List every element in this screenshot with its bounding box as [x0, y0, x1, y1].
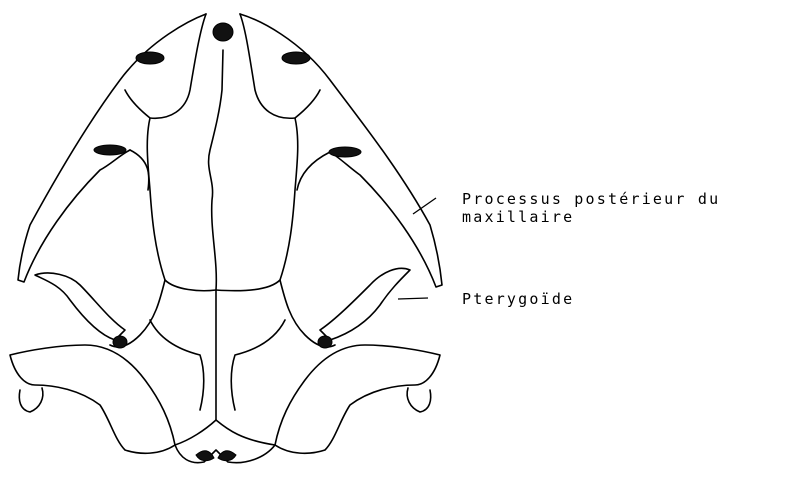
braincase-left: [150, 320, 204, 410]
frontal-right: [216, 118, 298, 291]
label-maxillaire-line1: Processus postérieur du: [462, 190, 720, 208]
foramen-top: [213, 23, 233, 41]
label-pterygoide-text: Pterygoïde: [462, 290, 574, 308]
label-processus-posterieur-maxillaire: Processus postérieur du maxillaire: [462, 190, 720, 226]
pterygoid-right: [320, 268, 410, 340]
squamosal-right: [407, 388, 431, 412]
orbit-right: [297, 152, 330, 190]
nasal-bone-left: [125, 14, 206, 118]
foramen-left-mid: [94, 145, 126, 155]
nasal-bone-right: [240, 14, 320, 118]
otic-right: [275, 345, 440, 453]
foramen-right-upper: [282, 52, 310, 64]
condyle-left: [196, 451, 214, 461]
squamosal-left: [19, 388, 43, 412]
foramen-left-upper: [136, 52, 164, 64]
pterygoid-left: [35, 273, 125, 340]
label-maxillaire-line2: maxillaire: [462, 208, 720, 226]
frontal-left: [147, 118, 216, 291]
braincase-right: [231, 320, 285, 410]
otic-left: [10, 345, 175, 453]
label-pterygoide: Pterygoïde: [462, 290, 574, 308]
foramen-right-low: [318, 336, 332, 348]
midline-suture: [209, 50, 223, 420]
foramen-right-mid: [329, 147, 361, 157]
orbit-left: [130, 150, 149, 190]
leader-pterygoide: [398, 298, 428, 299]
foramen-left-low: [113, 336, 127, 348]
condyle-right: [218, 451, 236, 461]
